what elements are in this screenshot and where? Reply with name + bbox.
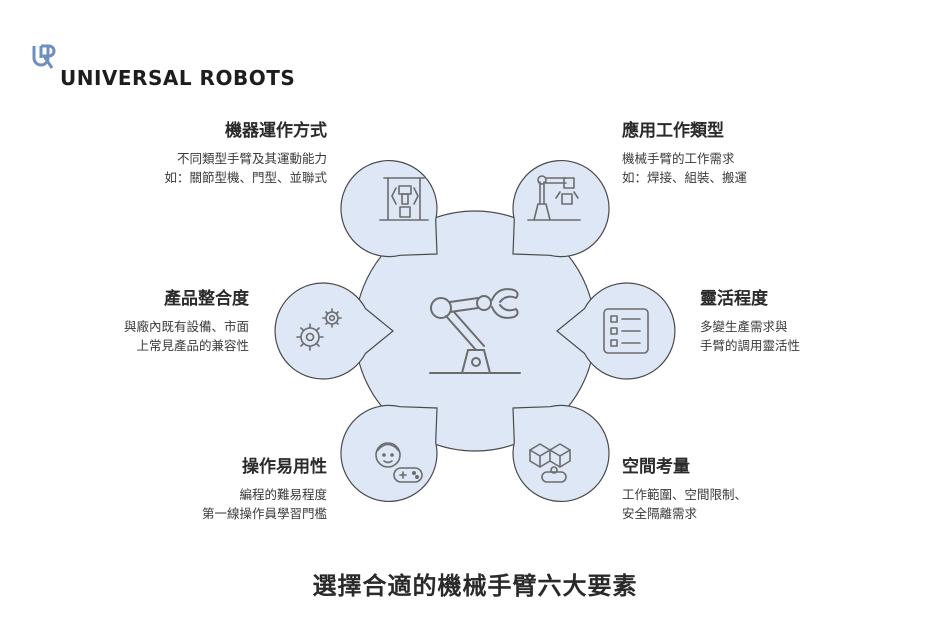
gears-icon — [296, 308, 342, 351]
factor-desc-line: 手臂的調用靈活性 — [700, 338, 801, 353]
universal-robots-logo: UNIVERSAL ROBOTS — [32, 44, 302, 94]
bubble-top-left — [340, 160, 438, 258]
bubble-top-right — [512, 160, 610, 258]
factor-desc-line: 不同類型手臂及其運動能力 — [176, 151, 327, 166]
bubble-mid-right — [556, 282, 676, 380]
footer-title: 選擇合適的機械手臂六大要素 — [312, 572, 638, 600]
gantry-robot-icon — [379, 177, 429, 221]
robot-arm-icon — [429, 288, 521, 374]
factor-desc-line: 如：關節型機、門型、並聯式 — [164, 170, 327, 185]
bubble-bottom-left — [340, 404, 438, 502]
industrial-robot-icon — [527, 175, 581, 221]
factor-title-usability: 操作易用性 — [242, 457, 327, 477]
factor-desc-application: 機械手臂的工作需求 如：焊接、組裝、搬運 — [622, 149, 747, 187]
factor-desc-line: 多變生產需求與 — [700, 319, 788, 334]
factor-desc-operation: 不同類型手臂及其運動能力 如：關節型機、門型、並聯式 — [164, 149, 327, 187]
factor-desc-line: 工作範圍、空間限制、 — [622, 487, 748, 502]
factor-desc-line: 安全隔離需求 — [622, 506, 698, 521]
factor-desc-line: 上常見產品的兼容性 — [136, 338, 249, 353]
brand-name: UNIVERSAL ROBOTS — [60, 66, 296, 90]
factor-desc-integration: 與廠內既有設備、市面 上常見產品的兼容性 — [124, 317, 249, 355]
ur-logo-mark-icon — [32, 44, 56, 69]
boxes-robot-icon — [529, 443, 571, 483]
factor-title-flexibility: 靈活程度 — [700, 289, 768, 309]
factor-title-integration: 產品整合度 — [164, 289, 249, 309]
bubble-bottom-right — [512, 404, 610, 502]
factor-desc-line: 如：焊接、組裝、搬運 — [622, 170, 748, 185]
factor-desc-line: 與廠內既有設備、市面 — [123, 319, 249, 334]
factor-desc-line: 機械手臂的工作需求 — [622, 151, 735, 166]
factor-title-space: 空間考量 — [622, 457, 690, 477]
factor-desc-line: 編程的難易程度 — [239, 487, 327, 502]
factor-desc-line: 第一線操作員學習門檻 — [201, 506, 327, 521]
factor-title-operation: 機器運作方式 — [225, 121, 327, 141]
factor-desc-flexibility: 多變生產需求與 手臂的調用靈活性 — [700, 317, 800, 355]
factor-title-application: 應用工作類型 — [622, 121, 724, 141]
checklist-icon — [603, 308, 649, 354]
operator-controller-icon — [375, 442, 423, 483]
bubble-mid-left — [274, 282, 394, 380]
factor-desc-space: 工作範圍、空間限制、 安全隔離需求 — [622, 485, 747, 523]
factor-desc-usability: 編程的難易程度 第一線操作員學習門檻 — [202, 485, 327, 523]
